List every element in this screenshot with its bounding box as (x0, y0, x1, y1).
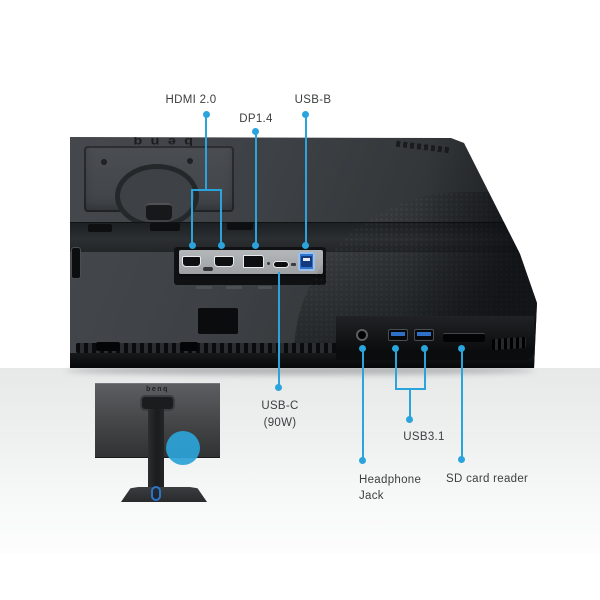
monitor-shadow (66, 366, 534, 375)
clip-tab (150, 223, 180, 231)
sd-callout-line (461, 350, 463, 458)
usb-b-callout-line (305, 116, 307, 245)
usb31-callout-line (409, 388, 411, 419)
hdmi-port-2 (214, 256, 234, 267)
usb-a-port-1 (388, 329, 408, 341)
headphone-label-line1: Headphone (359, 474, 422, 486)
vesa-screw-hole (101, 159, 107, 165)
inset-highlight-circle (166, 431, 200, 465)
vesa-screw-hole (187, 158, 193, 164)
headphone-callout-line (362, 350, 364, 460)
usb-b-inner (301, 256, 312, 267)
usb31-callout-dot (421, 345, 428, 352)
usb-c-callout-line (278, 272, 280, 386)
hdmi-callout-bracket (191, 189, 222, 191)
usb31-callout-dot (392, 345, 399, 352)
hdmi-port-1 (182, 256, 201, 267)
usb-c-label-line1: USB-C (261, 400, 299, 412)
vent-slot (180, 342, 198, 351)
port-engraving (196, 286, 212, 289)
usb31-label: USB3.1 (403, 431, 445, 443)
inset-handle (142, 397, 173, 409)
usb-a-port-2 (414, 329, 434, 341)
label-recess (198, 308, 238, 334)
hdmi-callout-dot (203, 111, 210, 118)
headphone-label: Headphone Jack (359, 472, 454, 504)
hdmi-callout-line (220, 189, 222, 245)
usb-c-label: USB-C (90W) (240, 398, 320, 432)
usb31-callout-dot (406, 416, 413, 423)
usb-b-callout-dot (302, 242, 309, 249)
vent-slot (96, 342, 120, 351)
hdmi-callout-line (191, 189, 193, 245)
displayport-port (243, 255, 264, 268)
service-slit (291, 263, 296, 266)
sd-label: SD card reader (446, 473, 529, 485)
dp-label: DP1.4 (239, 113, 273, 125)
vent-strip (76, 343, 400, 353)
bottom-port-band (336, 316, 534, 360)
usb31-callout-line (395, 350, 397, 390)
headphone-callout-dot (359, 345, 366, 352)
hdmi-callout-dot (189, 242, 196, 249)
dp-callout-dot (252, 242, 259, 249)
floor-shading (0, 368, 600, 553)
clip-tab (227, 222, 253, 230)
hdmi-callout-line (205, 116, 207, 190)
stand-release-tab (146, 203, 172, 220)
inset-stand-base (121, 487, 207, 502)
headphone-jack-port (356, 329, 368, 341)
dp-callout-line (255, 132, 257, 245)
headphone-callout-dot (359, 457, 366, 464)
hdmi-callout-dot (218, 242, 225, 249)
hdmi-label: HDMI 2.0 (165, 94, 217, 106)
service-slit (203, 267, 213, 271)
usb-b-label: USB-B (294, 94, 332, 106)
inset-stand-column (148, 409, 164, 490)
sd-card-reader-slot (443, 333, 485, 342)
inset-logo: benq (146, 386, 169, 393)
clip-tab (88, 224, 112, 232)
monitor-back: benq (70, 137, 537, 368)
inset-cable-hole (151, 486, 161, 501)
dp-callout-dot (252, 128, 259, 135)
usb-c-port (273, 261, 289, 268)
port-engraving (258, 286, 272, 289)
headphone-label-line2: Jack (359, 490, 384, 502)
sd-callout-dot (458, 345, 465, 352)
usb-c-callout-dot (275, 384, 282, 391)
kensington-lock-slot (71, 247, 81, 279)
panel-dot (267, 262, 270, 265)
port-engraving (226, 286, 242, 289)
side-vent-grille (492, 336, 526, 351)
usb-c-label-line2: (90W) (263, 417, 297, 429)
usb-b-port (298, 252, 315, 271)
usb31-callout-line (424, 350, 426, 390)
sd-callout-dot (458, 456, 465, 463)
usb-b-callout-dot (302, 111, 309, 118)
